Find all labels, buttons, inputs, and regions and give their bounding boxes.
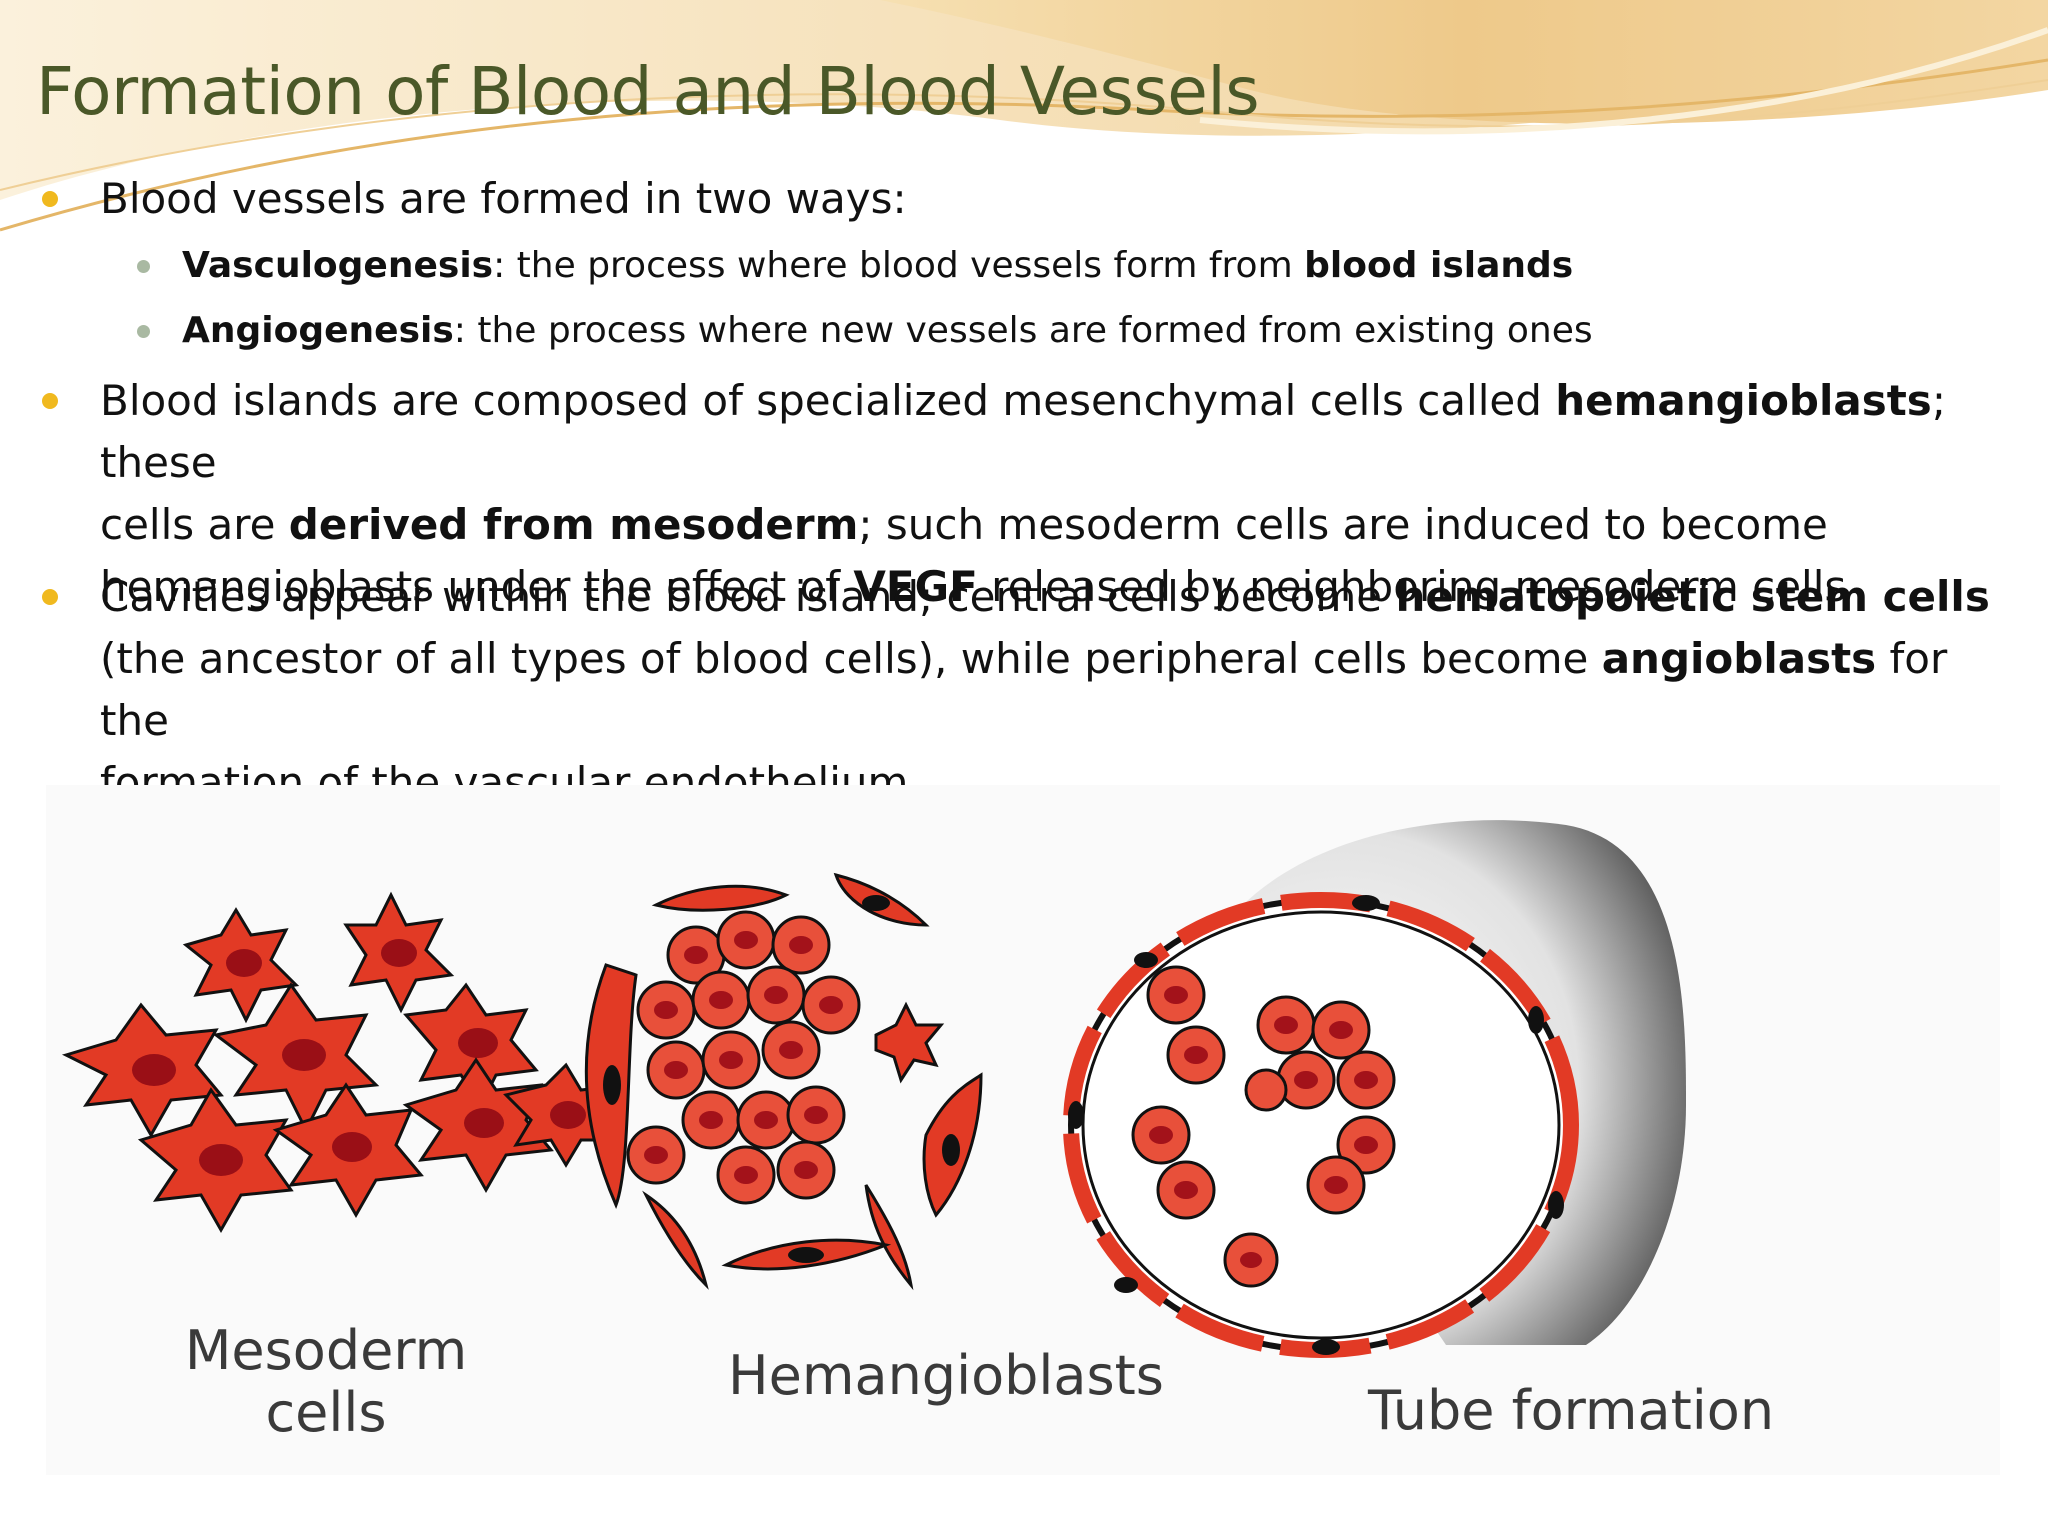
bullet-cavities: Cavities appear within the blood island;… bbox=[42, 566, 2000, 814]
bullet-dot-icon bbox=[137, 325, 150, 338]
tube-formation-group bbox=[1063, 820, 1686, 1358]
bullet-dot-icon bbox=[42, 393, 58, 409]
sub-bullet-angiogenesis: Angiogenesis: the process where new vess… bbox=[137, 305, 2002, 357]
caption-tube-formation: Tube formation bbox=[1367, 1379, 1775, 1442]
header-wave-decoration bbox=[0, 0, 2048, 232]
cells-illustration bbox=[61, 820, 1686, 1358]
mesoderm-cells-group bbox=[61, 891, 630, 1234]
caption-hemangioblasts: Hemangioblasts bbox=[728, 1344, 1164, 1407]
page-title: Formation of Blood and Blood Vessels bbox=[36, 53, 1260, 130]
bullet-dot-icon bbox=[42, 191, 58, 207]
bullet-vessel-formation: Blood vessels are formed in two ways: bbox=[42, 168, 2000, 230]
vessel-formation-diagram: Mesoderm cells Hemangioblasts Tube forma… bbox=[46, 785, 2000, 1475]
bullet-dot-icon bbox=[137, 260, 150, 273]
hemangioblast-cells-group bbox=[584, 872, 983, 1291]
caption-mesoderm-cells: Mesoderm cells bbox=[184, 1319, 468, 1444]
sub-bullet-vasculogenesis: Vasculogenesis: the process where blood … bbox=[137, 240, 2002, 292]
bullet-blood-islands: Blood islands are composed of specialize… bbox=[42, 370, 2000, 618]
bullet-dot-icon bbox=[42, 589, 58, 605]
